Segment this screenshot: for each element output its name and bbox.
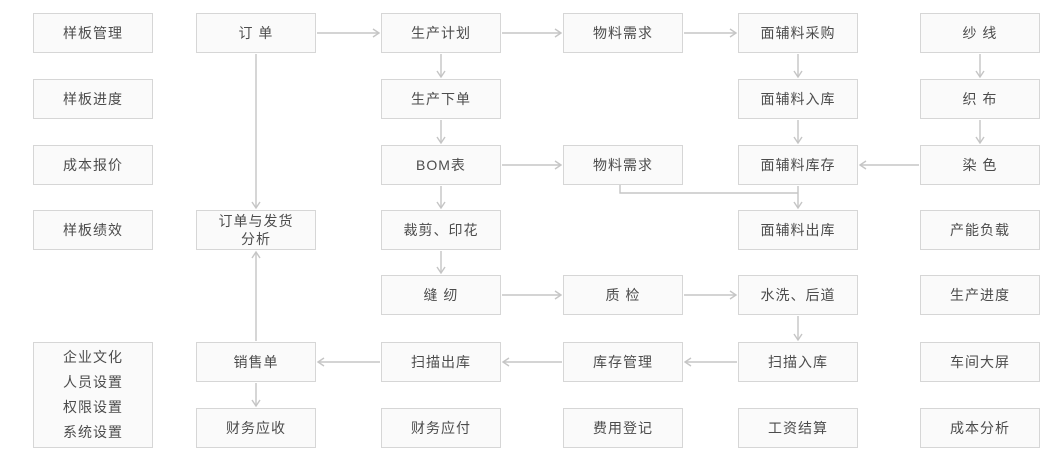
node-sample-progress: 样板进度 [33,79,153,119]
edge-material-requirement-2-to-fabric-outbound [619,185,798,194]
node-fabric-stock: 面辅料库存 [738,145,858,185]
node-production-plan: 生产计划 [381,13,501,53]
node-wage-settlement: 工资结算 [738,408,858,448]
node-sample-management: 样板管理 [33,13,153,53]
node-expense-registration: 费用登记 [563,408,683,448]
node-inventory-management: 库存管理 [563,342,683,382]
node-workshop-screen: 车间大屏 [920,342,1040,382]
node-system-settings-group-line-0: 企业文化 [63,349,123,365]
node-system-settings-group-line-3: 系统设置 [63,424,123,440]
node-material-requirement-2: 物料需求 [563,145,683,185]
node-fabric-outbound: 面辅料出库 [738,210,858,250]
node-system-settings-group: 企业文化人员设置权限设置系统设置 [33,342,153,448]
node-order-shipment-analysis-line-0: 订单与发货 [218,213,294,229]
node-washing-finishing: 水洗、后道 [738,275,858,315]
node-production-progress: 生产进度 [920,275,1040,315]
node-system-settings-group-line-1: 人员设置 [63,374,123,390]
node-sample-performance: 样板绩效 [33,210,153,250]
node-order-shipment-analysis: 订单与发货分析 [196,210,316,250]
node-sales-order: 销售单 [196,342,316,382]
node-cost-quotation: 成本报价 [33,145,153,185]
node-fabric-inbound: 面辅料入库 [738,79,858,119]
node-dyeing: 染 色 [920,145,1040,185]
node-fabric-purchase: 面辅料采购 [738,13,858,53]
node-finance-payable: 财务应付 [381,408,501,448]
node-bom: BOM表 [381,145,501,185]
node-cutting-printing: 裁剪、印花 [381,210,501,250]
node-production-order: 生产下单 [381,79,501,119]
node-system-settings-group-line-2: 权限设置 [63,399,123,415]
node-order: 订 单 [196,13,316,53]
node-yarn: 纱 线 [920,13,1040,53]
node-order-shipment-analysis-line-1: 分析 [241,231,271,247]
node-sewing: 缝 纫 [381,275,501,315]
node-scan-outbound: 扫描出库 [381,342,501,382]
node-quality-inspection: 质 检 [563,275,683,315]
node-capacity-load: 产能负载 [920,210,1040,250]
node-finance-receivable: 财务应收 [196,408,316,448]
node-weaving: 织 布 [920,79,1040,119]
node-cost-analysis: 成本分析 [920,408,1040,448]
node-material-requirement-1: 物料需求 [563,13,683,53]
node-scan-inbound: 扫描入库 [738,342,858,382]
